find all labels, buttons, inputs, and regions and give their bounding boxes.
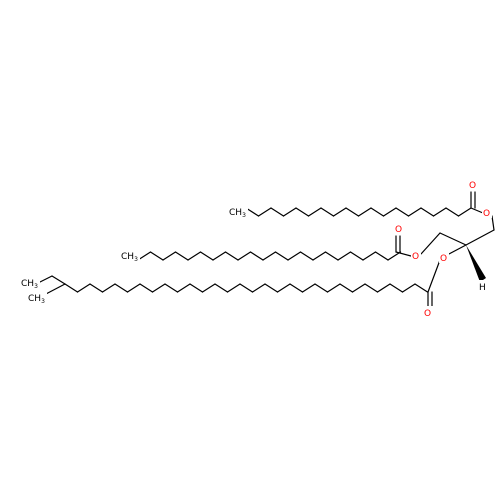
mid-chain-bond: [374, 251, 389, 261]
bottom-ethyl-bond: [37, 275, 53, 284]
top-chain-bond: [382, 207, 397, 217]
mid-chain-bond: [362, 251, 377, 261]
bottom-chain-bond: [189, 283, 204, 293]
top-chain-bond: [332, 207, 347, 217]
bottom-chain-bond: [414, 283, 429, 293]
mid-chain-bond: [274, 251, 289, 261]
top-chain-bond: [257, 207, 272, 217]
top-ester-oxygen: O: [483, 209, 490, 219]
bottom-ester-bond: [427, 259, 441, 293]
bottom-chain-bond: [351, 283, 366, 293]
bottom-chain-bond: [89, 283, 104, 293]
mid-chain-bond: [249, 251, 264, 261]
top-chain-bond: [407, 207, 422, 217]
bottom-branch-methyl-label: CH3: [28, 294, 45, 305]
bottom-chain-bond: [139, 283, 154, 293]
mid-chain-bond: [349, 251, 364, 261]
mid-chain-bond: [387, 251, 402, 261]
bottom-chain-bond: [101, 283, 116, 293]
bottom-chain-bond: [226, 283, 241, 293]
bottom-chain-bond: [339, 283, 354, 293]
bottom-chain-bond: [401, 283, 416, 293]
mid-ester-bond: [395, 251, 412, 257]
bottom-o-ch-bond: [446, 244, 467, 256]
top-ester-bond: [470, 207, 484, 214]
mid-chain-bond: [262, 251, 277, 261]
bottom-chain-bond: [201, 283, 216, 293]
mid-chain-bond: [187, 251, 202, 261]
glycerol-ch2-ch-bond: [465, 229, 495, 246]
stereo-hydrogen: H: [479, 283, 486, 293]
mid-chain-bond: [324, 251, 339, 261]
top-chain-bond: [420, 207, 435, 217]
mid-chain-bond: [287, 251, 302, 261]
top-o-ch2-bond: [491, 215, 495, 231]
bottom-chain-bond: [376, 283, 391, 293]
top-chain-bond: [320, 207, 335, 217]
bottom-chain-bond: [164, 283, 179, 293]
label-layer: CH3 O O CH3 O O CH3 CH3 O O H: [20, 178, 492, 319]
bond-layer: [37, 191, 495, 307]
mid-chain-bond: [312, 251, 327, 261]
top-chain-bond: [307, 207, 322, 217]
mid-ester-oxygen: O: [412, 252, 419, 262]
glycerol-ch2-ch-bond-2: [439, 232, 467, 246]
bottom-chain-bond: [301, 283, 316, 293]
bottom-chain-bond: [64, 283, 79, 293]
bottom-chain-bond: [251, 283, 266, 293]
top-chain-bond: [445, 207, 460, 217]
mid-chain-bond: [299, 251, 314, 261]
bottom-chain-bond: [176, 283, 191, 293]
bottom-branch-bond: [43, 283, 66, 296]
top-methyl-label: CH3: [229, 208, 246, 219]
bottom-ethyl-methyl-label: CH3: [21, 279, 38, 290]
bottom-chain-bond: [264, 283, 279, 293]
bottom-chain-bond: [76, 283, 91, 293]
mid-methyl-label: CH3: [121, 252, 138, 263]
bottom-ester-oxygen: O: [440, 254, 447, 264]
top-chain-bond: [270, 207, 285, 217]
bottom-chain-bond: [239, 283, 254, 293]
mid-chain-bond: [337, 251, 352, 261]
bottom-chain-bond: [326, 283, 341, 293]
bottom-chain-bond: [364, 283, 379, 293]
bottom-carbonyl-oxygen: O: [424, 309, 431, 319]
top-chain-bond: [457, 207, 472, 217]
mid-chain-bond: [237, 251, 252, 261]
bottom-chain-bond: [314, 283, 329, 293]
stereo-wedge-bond: [466, 245, 486, 282]
mid-chain-bond: [199, 251, 214, 261]
bottom-ethyl-bond: [51, 275, 66, 285]
bottom-chain-bond: [126, 283, 141, 293]
top-carbonyl-oxygen: O: [469, 181, 476, 191]
top-chain-bond: [432, 207, 447, 217]
top-chain-bond: [370, 207, 385, 217]
mid-carbonyl-oxygen: O: [395, 225, 402, 235]
mid-chain-bond: [162, 251, 177, 261]
bottom-chain-bond: [151, 283, 166, 293]
mid-chain-bond: [137, 251, 152, 261]
mid-chain-bond: [149, 251, 164, 261]
top-chain-bond: [357, 207, 372, 217]
mid-chain-bond: [224, 251, 239, 261]
bottom-chain-bond: [114, 283, 129, 293]
top-chain-bond: [395, 207, 410, 217]
bottom-chain-bond: [289, 283, 304, 293]
mid-o-ch2-bond: [420, 232, 441, 255]
bottom-chain-bond: [389, 283, 404, 293]
top-chain-bond: [245, 207, 260, 217]
top-chain-bond: [282, 207, 297, 217]
mid-chain-bond: [174, 251, 189, 261]
top-chain-bond: [295, 207, 310, 217]
mid-chain-bond: [212, 251, 227, 261]
bottom-chain-bond: [214, 283, 229, 293]
bottom-chain-bond: [276, 283, 291, 293]
top-chain-bond: [345, 207, 360, 217]
